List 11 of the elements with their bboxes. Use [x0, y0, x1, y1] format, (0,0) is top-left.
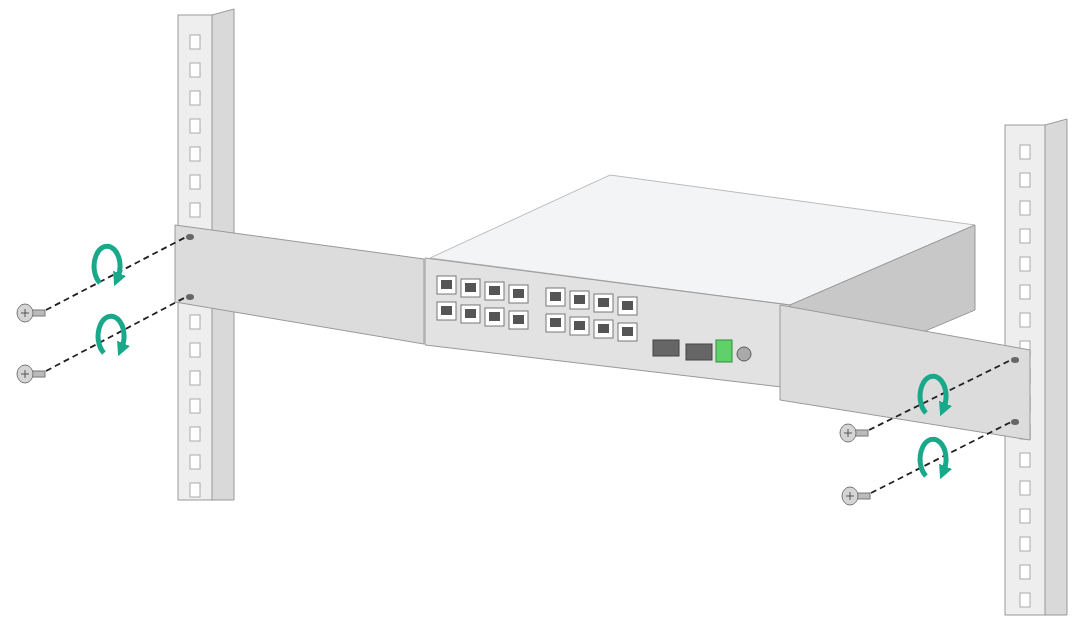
- dashed-line: [45, 296, 187, 372]
- mounting-bracket-drawing: [174, 224, 425, 345]
- mounting-bracket-drawing: [779, 304, 1031, 441]
- screw-drawing: [841, 486, 871, 506]
- rack-post-drawing: [1004, 118, 1068, 616]
- dashed-line: [868, 359, 1012, 431]
- screw-drawing: [839, 423, 869, 443]
- screw-drawing: [16, 364, 46, 384]
- screw-drawing: [16, 303, 46, 323]
- dashed-line: [45, 236, 187, 311]
- dashed-line: [870, 421, 1012, 494]
